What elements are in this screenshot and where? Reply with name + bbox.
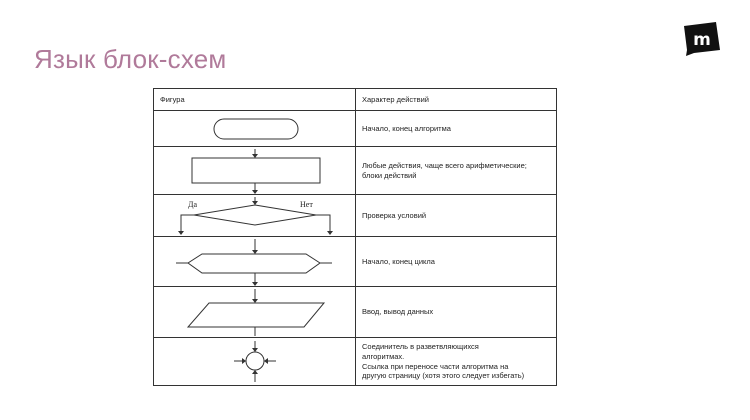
arrow-down-icon — [252, 348, 258, 352]
table-row: Начало, конец цикла — [154, 237, 556, 287]
table-row: Соединитель в разветвляющихся алгоритмах… — [154, 338, 556, 385]
slide-title: Язык блок-схем — [34, 44, 227, 74]
arrow-down-icon — [252, 299, 258, 303]
table-row: Ввод, вывод данных — [154, 287, 556, 338]
row-description: Любые действия, чаще всего арифметически… — [362, 160, 527, 180]
arrow-down-icon — [252, 282, 258, 286]
arrow-down-icon — [252, 250, 258, 254]
table-row: Начало, конец алгоритма — [154, 111, 556, 147]
row-description: Ввод, вывод данных — [362, 307, 434, 317]
row-description: Соединитель в разветвляющихся алгоритмах… — [362, 342, 525, 381]
row-description: Проверка условий — [362, 210, 427, 220]
decision-shape: Да Нет — [154, 195, 356, 236]
loop-shape — [154, 237, 356, 286]
arrow-down-icon — [252, 154, 258, 158]
terminator-shape — [154, 111, 356, 146]
arrow-down-icon — [252, 190, 258, 194]
table-header-row: Фигура Характер действий — [154, 89, 556, 111]
arrow-right-icon — [242, 358, 246, 364]
table-row: Любые действия, чаще всего арифметически… — [154, 147, 556, 195]
input-output-shape — [154, 287, 356, 337]
arrow-up-icon — [252, 370, 258, 374]
row-description: Начало, конец алгоритма — [362, 123, 451, 133]
header-figure: Фигура — [154, 89, 356, 110]
arrow-down-icon — [252, 201, 258, 205]
m-logo-icon: m — [680, 20, 722, 56]
table-row: Да Нет Проверка условий — [154, 195, 556, 237]
process-shape — [154, 147, 356, 194]
arrow-down-icon — [178, 231, 184, 235]
branch-yes-label: Да — [188, 200, 197, 209]
branch-no-label: Нет — [300, 200, 313, 209]
svg-text:m: m — [693, 30, 711, 50]
row-description: Начало, конец цикла — [362, 256, 435, 266]
arrow-down-icon — [327, 231, 333, 235]
flowchart-symbols-table: Фигура Характер действий Начало, конец а… — [153, 88, 557, 386]
header-action: Характер действий — [362, 94, 429, 104]
connector-shape — [154, 338, 356, 385]
arrow-left-icon — [264, 358, 268, 364]
